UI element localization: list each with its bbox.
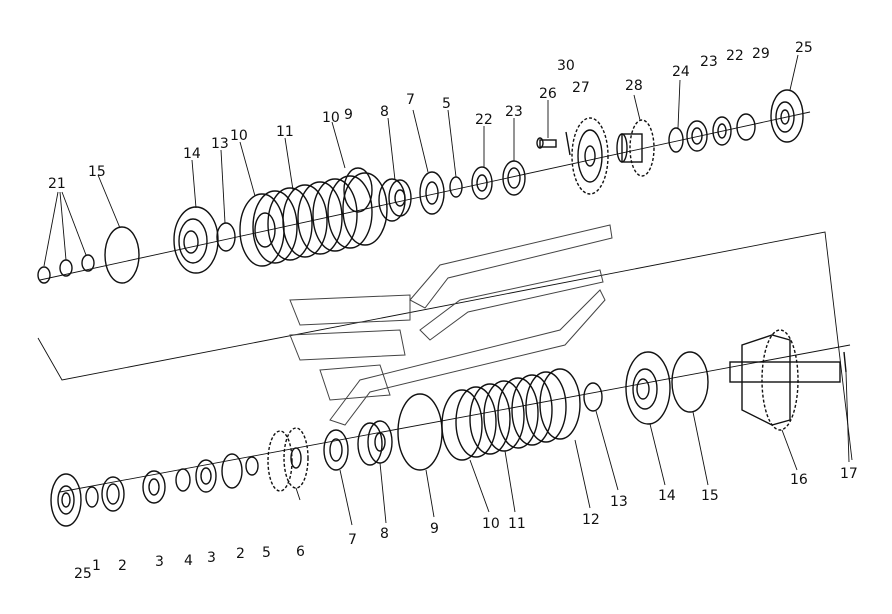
- label-17: 17: [840, 466, 858, 482]
- upper-assembly: [37, 89, 804, 284]
- part-7-ring: [419, 171, 445, 215]
- label-7: 7: [406, 92, 415, 108]
- label-7-lower: 7: [348, 532, 357, 548]
- part-28-gear: [616, 119, 655, 177]
- label-3: 3: [155, 554, 164, 570]
- label-3b: 3: [207, 550, 216, 566]
- part-9-ring-lower: [397, 393, 443, 471]
- label-26: 26: [539, 86, 557, 102]
- label-10a: 10: [230, 128, 248, 144]
- label-8: 8: [380, 104, 389, 120]
- label-22: 22: [475, 112, 493, 128]
- part-4-ring: [175, 468, 191, 492]
- label-30: 30: [557, 58, 575, 74]
- part-8-hub-lower: [357, 420, 393, 466]
- label-21: 21: [48, 176, 66, 192]
- label-4: 4: [184, 553, 193, 569]
- part-2-ring: [101, 476, 125, 512]
- part-13-ring-lower: [583, 382, 603, 412]
- part-30-pin: [565, 131, 571, 156]
- label-9: 9: [344, 107, 353, 123]
- part-15-ring: [104, 226, 140, 284]
- label-11: 11: [276, 124, 294, 140]
- part-7-ring-lower: [323, 429, 349, 471]
- part-27-gear: [571, 117, 609, 195]
- part-1-ring: [85, 486, 99, 508]
- lower-labels: 25 1 2 3 4 3 2 5 6 7 8 9 10 11 12 13 14 …: [74, 466, 858, 582]
- label-12: 12: [582, 512, 600, 528]
- part-6-gear: [267, 427, 309, 492]
- part-22-bearing: [471, 166, 493, 200]
- part-13-ring: [216, 222, 236, 252]
- leader-lines: [97, 54, 850, 526]
- part-5-snap-ring-lower: [245, 456, 259, 476]
- part-26-bolt: [536, 137, 557, 149]
- label-25: 25: [795, 40, 813, 56]
- part-15-ring-lower: [671, 351, 709, 413]
- label-15-lower: 15: [701, 488, 719, 504]
- label-23b: 23: [700, 54, 718, 70]
- label-1: 1: [92, 558, 101, 574]
- label-24: 24: [672, 64, 690, 80]
- part-25-bearing-lower: [50, 473, 82, 527]
- label-23: 23: [505, 104, 523, 120]
- label-5-lower: 5: [262, 545, 271, 561]
- label-8-lower: 8: [380, 526, 389, 542]
- part-8-hub: [378, 178, 412, 222]
- part-24: [668, 127, 684, 153]
- label-27: 27: [572, 80, 590, 96]
- part-16-drum: [729, 329, 841, 431]
- label-25-lower: 25: [74, 566, 92, 582]
- label-13-lower: 13: [610, 494, 628, 510]
- upper-labels: 21 15 14 13 10 11 10 9 8 7 5 22 23 26 30…: [48, 40, 813, 192]
- label-9-lower: 9: [430, 521, 439, 537]
- part-25-bearing: [770, 89, 804, 143]
- label-14-lower: 14: [658, 488, 676, 504]
- part-2-ring-b: [221, 453, 243, 489]
- part-14-disc-lower: [625, 351, 671, 425]
- label-15: 15: [88, 164, 106, 180]
- part-5-snap-ring: [449, 176, 463, 198]
- label-10-lower: 10: [482, 516, 500, 532]
- label-22b: 22: [726, 48, 744, 64]
- upper-clutch-pack: [239, 172, 388, 267]
- part-3-bearing: [142, 470, 166, 504]
- label-11-lower: 11: [508, 516, 526, 532]
- label-10b: 10: [322, 110, 340, 126]
- label-2: 2: [118, 558, 127, 574]
- part-23-ring-b: [686, 120, 708, 152]
- label-13: 13: [211, 136, 229, 152]
- part-3-bearing-b: [195, 459, 217, 493]
- part-21-washers: [37, 191, 95, 284]
- label-16: 16: [790, 472, 808, 488]
- part-17-pin: [843, 351, 847, 373]
- lower-assembly: [50, 329, 847, 527]
- label-6: 6: [296, 544, 305, 560]
- part-14-disc: [173, 206, 219, 274]
- label-5: 5: [442, 96, 451, 112]
- label-14: 14: [183, 146, 201, 162]
- watermark-logo: [289, 224, 613, 426]
- part-9-ring: [343, 167, 373, 213]
- part-29-ring: [736, 113, 756, 141]
- frame-lines: [37, 111, 853, 493]
- label-2b: 2: [236, 546, 245, 562]
- lower-clutch-pack: [441, 368, 581, 461]
- part-22-bearing-b: [712, 116, 732, 146]
- label-29: 29: [752, 46, 770, 62]
- label-28: 28: [625, 78, 643, 94]
